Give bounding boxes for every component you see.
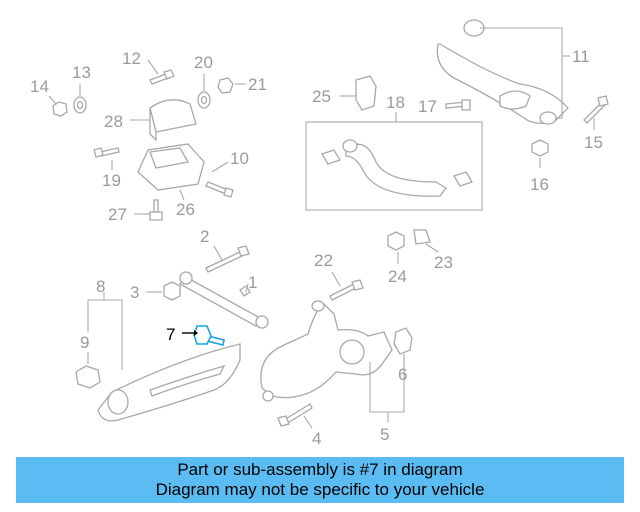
banner-line-1: Part or sub-assembly is #7 in diagram — [177, 460, 463, 479]
part-5-leader — [369, 358, 405, 413]
label-17: 17 — [418, 97, 437, 116]
label-3: 3 — [130, 283, 139, 302]
label-25: 25 — [312, 87, 331, 106]
part-13-washer — [73, 84, 87, 114]
part-18-control-arm — [321, 139, 473, 197]
label-26: 26 — [176, 200, 195, 219]
part-28-mount — [130, 99, 197, 142]
part-27-bolt — [134, 199, 163, 221]
part-6-bushing — [393, 327, 413, 362]
part-23-bracket — [413, 229, 439, 253]
part-25-bracket — [340, 75, 377, 111]
part-26-bracket — [137, 143, 205, 201]
part-9-cap — [75, 352, 101, 389]
part-2-bolt — [205, 245, 250, 273]
label-8: 8 — [96, 277, 105, 296]
label-4: 4 — [312, 429, 321, 448]
part-15-bolt — [583, 95, 609, 130]
label-24: 24 — [388, 267, 407, 286]
label-10: 10 — [230, 149, 249, 168]
banner-line-2: Diagram may not be specific to your vehi… — [155, 480, 485, 499]
part-4-bolt — [277, 403, 313, 429]
info-banner: Part or sub-assembly is #7 in diagram Di… — [16, 457, 624, 503]
label-28: 28 — [104, 112, 123, 131]
label-23: 23 — [434, 253, 453, 272]
label-16: 16 — [530, 175, 549, 194]
part-24-nut — [387, 231, 405, 264]
part-10-bolt — [205, 161, 234, 198]
label-13: 13 — [72, 63, 91, 82]
label-15: 15 — [584, 133, 603, 152]
label-1: 1 — [248, 273, 257, 292]
part-22-bolt — [329, 271, 364, 301]
label-20: 20 — [194, 53, 213, 72]
part-1-link — [179, 271, 269, 329]
part-16-nut — [531, 139, 549, 168]
parts-diagram: 14 13 12 20 21 28 19 26 — [30, 19, 609, 448]
part-12-bolt — [147, 59, 175, 85]
label-5: 5 — [380, 425, 389, 444]
part-11-leader — [480, 27, 563, 119]
label-2: 2 — [200, 227, 209, 246]
part-7-bolt — [182, 325, 225, 346]
label-19: 19 — [102, 171, 121, 190]
label-6: 6 — [398, 365, 407, 384]
part-8-leader — [88, 299, 123, 370]
label-18: 18 — [386, 93, 405, 112]
part-5-knuckle — [260, 300, 393, 402]
part-21-nut — [217, 77, 246, 94]
part-17-bolt — [445, 99, 471, 111]
label-12: 12 — [122, 49, 141, 68]
label-22: 22 — [314, 251, 333, 270]
label-11: 11 — [572, 47, 590, 66]
part-20-washer — [197, 74, 211, 109]
part-3-nut — [146, 281, 181, 301]
label-14: 14 — [30, 77, 49, 96]
part-18-frame — [305, 121, 483, 211]
label-21: 21 — [248, 75, 267, 94]
trailing-arm — [97, 343, 241, 422]
part-14-nut — [48, 95, 68, 117]
part-19-bolt — [93, 147, 120, 170]
label-7: 7 — [166, 325, 175, 344]
label-27: 27 — [108, 205, 127, 224]
part-11-lower-arm — [436, 19, 569, 125]
label-9: 9 — [80, 333, 89, 352]
